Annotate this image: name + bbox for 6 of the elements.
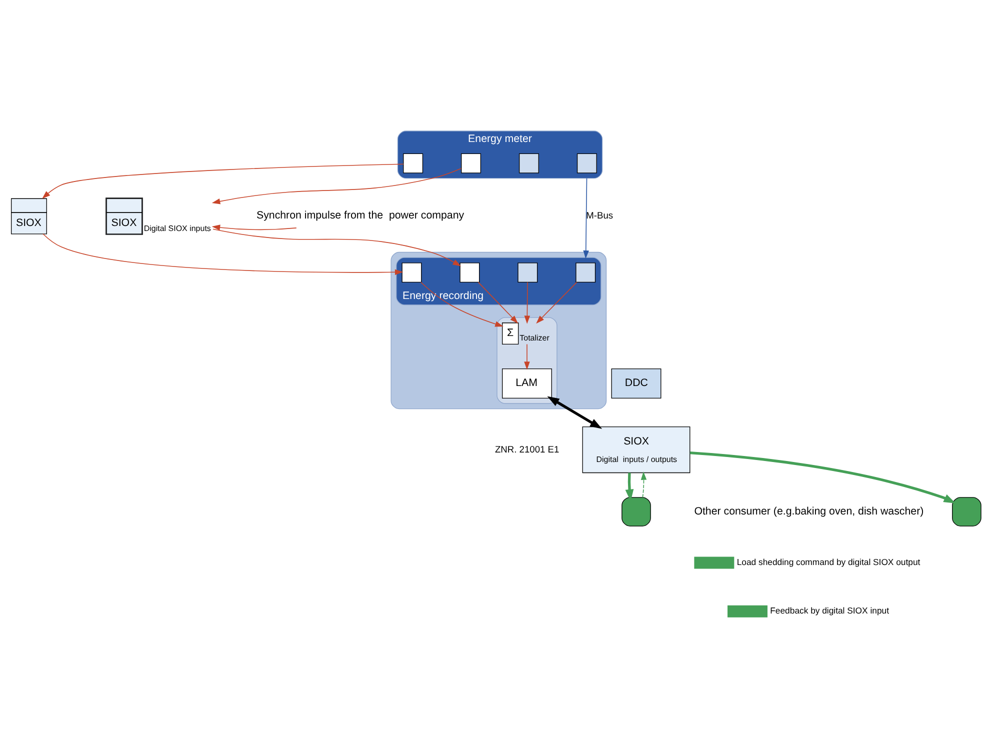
node-text: Synchron impulse from the power company bbox=[256, 209, 464, 222]
label: Other consumer (e.g.baking oven, dish wascher) bbox=[694, 505, 924, 518]
legend-label: Load shedding command by digital SIOX output bbox=[736, 556, 920, 567]
legend-label: Feedback by digital SIOX input bbox=[770, 606, 890, 616]
label: ZNR. 21001 E1 bbox=[495, 444, 560, 454]
edge-label: M-Bus bbox=[586, 210, 614, 220]
